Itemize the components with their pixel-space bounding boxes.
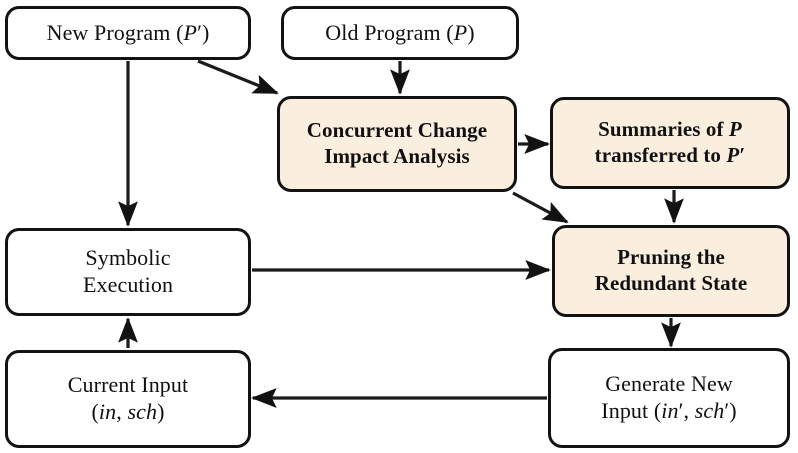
node-symbolic-execution-line1: Symbolic [85,245,171,271]
node-new-program-line1: New Program (P′) [46,19,210,45]
node-generate-new-input[interactable]: Generate New Input (in′, sch′) [548,348,790,448]
edge-concurrent-change-impact-analysis-to-pruning [512,191,569,224]
node-old-program-line1: Old Program (P) [325,19,475,45]
node-summaries-transferred-line1: Summaries of P [598,117,742,142]
node-symbolic-execution[interactable]: Symbolic Execution [5,228,251,316]
node-generate-new-input-line2: Input (in′, sch′) [601,398,737,423]
node-current-input-line1: Current Input [67,372,189,398]
node-current-input[interactable]: Current Input (in, sch) [5,350,251,448]
node-summaries-transferred-line2: transferred to P′ [594,143,746,167]
node-new-program[interactable]: New Program (P′) [5,6,251,60]
node-summaries-transferred[interactable]: Summaries of P transferred to P′ [550,97,790,189]
edge-new-program-to-concurrent-change-impact-analysis [197,59,279,95]
node-concurrent-change-impact-analysis-line2: Impact Analysis [324,144,470,168]
node-pruning-redundant-state[interactable]: Pruning the Redundant State [552,225,790,317]
node-current-input-line2: (in, sch) [91,399,165,424]
node-old-program[interactable]: Old Program (P) [281,6,519,60]
node-symbolic-execution-line2: Execution [82,272,174,297]
node-concurrent-change-impact-analysis-line1: Concurrent Change [306,118,488,143]
node-concurrent-change-impact-analysis[interactable]: Concurrent Change Impact Analysis [277,96,517,192]
node-pruning-redundant-state-line1: Pruning the [617,245,725,270]
node-pruning-redundant-state-line2: Redundant State [594,271,748,295]
node-generate-new-input-line1: Generate New [605,371,733,397]
